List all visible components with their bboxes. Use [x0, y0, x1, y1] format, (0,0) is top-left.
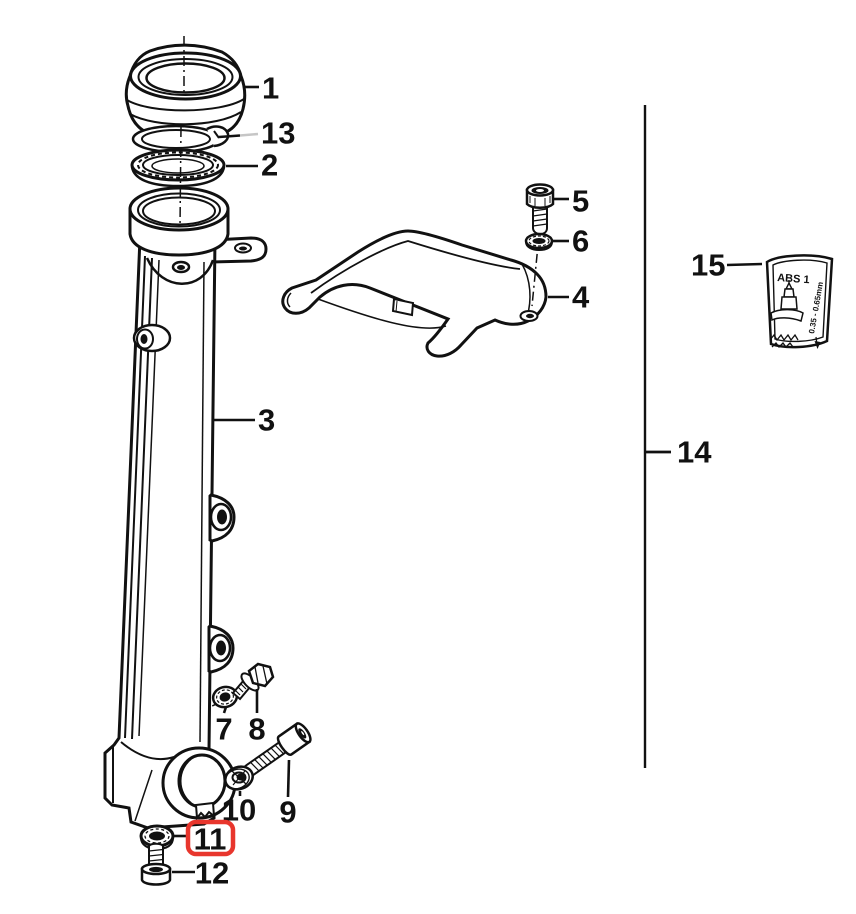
- svg-text:12: 12: [195, 856, 229, 891]
- part-1-dust-cap: [124, 43, 247, 141]
- svg-text:15: 15: [691, 248, 725, 283]
- part-3-collar: [128, 186, 230, 257]
- svg-text:1: 1: [262, 71, 279, 106]
- callout-11: 11: [174, 819, 236, 857]
- svg-text:11: 11: [194, 822, 227, 857]
- svg-text:2: 2: [261, 148, 278, 183]
- callout-12: 12: [172, 856, 229, 891]
- callout-2: 2: [226, 148, 278, 183]
- svg-text:3: 3: [258, 403, 275, 438]
- svg-text:9: 9: [279, 795, 296, 830]
- callout-7: 7: [215, 706, 233, 747]
- sensor-pictogram: [769, 280, 804, 348]
- callout-1: 1: [244, 71, 279, 106]
- callout-14: 14: [677, 435, 712, 470]
- callout-3: 3: [214, 403, 275, 438]
- part-12-drain-screw: [140, 842, 172, 886]
- part-5-socket-screw: [525, 183, 555, 236]
- part-6-washer: [524, 232, 554, 252]
- leader-line: [726, 262, 763, 267]
- part-9-socket-bolt: [242, 722, 312, 778]
- svg-text:14: 14: [677, 435, 712, 470]
- highlight-box: [185, 819, 236, 857]
- callout-13: 13: [218, 116, 295, 151]
- svg-text:6: 6: [572, 224, 589, 259]
- callout-6: 6: [553, 224, 589, 259]
- svg-text:13: 13: [261, 116, 295, 151]
- callout-9: 9: [279, 759, 297, 830]
- leader-line-muted: [239, 132, 259, 137]
- part-3-fork-slider: [103, 236, 268, 830]
- centerline: [531, 234, 540, 307]
- svg-text:5: 5: [572, 184, 589, 219]
- part-4-cover: [281, 229, 548, 358]
- leader-line: [286, 759, 291, 798]
- part-15-abs-sticker: ABS 1 0.35 - 0.65mm: [765, 254, 834, 349]
- svg-text:4: 4: [572, 280, 590, 315]
- svg-text:7: 7: [215, 712, 232, 747]
- callout-5: 5: [554, 184, 589, 219]
- part-2-seal-ring: [130, 148, 226, 188]
- callout-15: 15: [691, 248, 763, 283]
- callout-8: 8: [248, 689, 266, 747]
- callouts: 1 13 2 3 5 6 4 15: [172, 71, 763, 891]
- sticker-title: ABS 1: [777, 272, 810, 286]
- leader-line: [222, 706, 228, 714]
- callout-4: 4: [548, 280, 590, 315]
- leader-line: [218, 134, 241, 139]
- centerline: [179, 36, 185, 228]
- svg-text:8: 8: [248, 712, 265, 747]
- bracket-line-14: [643, 105, 671, 768]
- part-13-circlip: [131, 124, 230, 154]
- part-10-washer: [224, 765, 254, 791]
